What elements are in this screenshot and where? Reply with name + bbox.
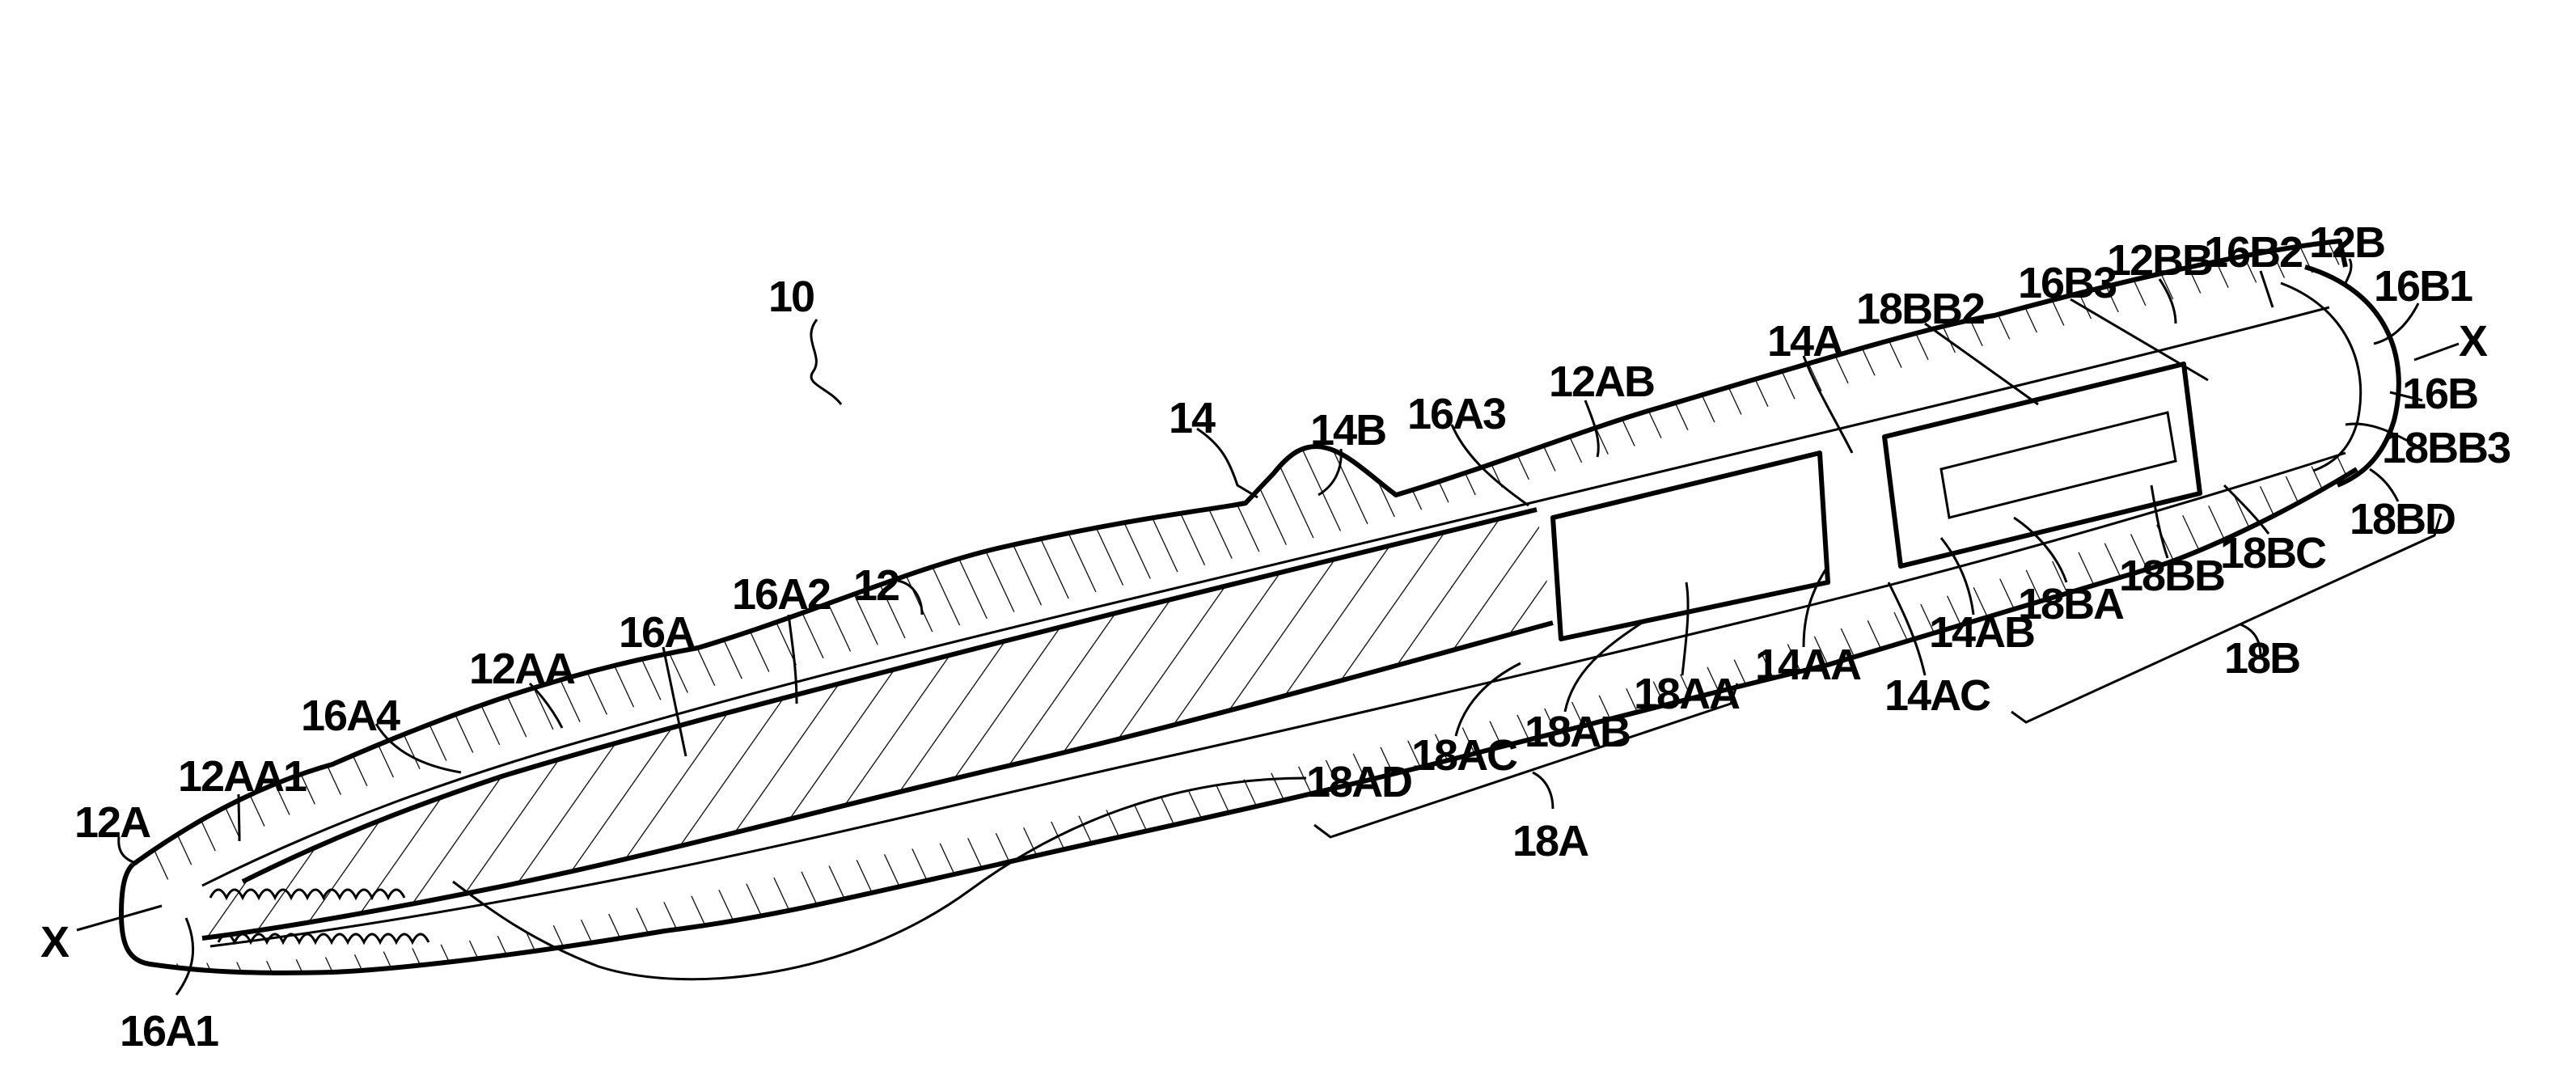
bracket-18A-tick	[1532, 771, 1554, 810]
bracket-18A	[1313, 683, 1739, 839]
label-18BA: 18BA	[2018, 580, 2124, 628]
label-12BB: 12BB	[2107, 236, 2212, 285]
leader-12	[897, 579, 924, 615]
leader-18AB	[1563, 621, 1643, 713]
leader-16B3	[2070, 298, 2209, 382]
leader-12A	[117, 836, 138, 865]
core-lower-edge	[201, 620, 1554, 941]
label-12AB: 12AB	[1549, 357, 1654, 406]
label-18A: 18A	[1512, 817, 1588, 865]
leader-18BC	[2223, 484, 2270, 535]
label-18BB3: 18BB3	[2382, 424, 2510, 472]
label-14AB: 14AB	[1929, 608, 2034, 657]
label-18B: 18B	[2224, 634, 2299, 683]
leader-14AA	[1802, 565, 1829, 648]
label-16B2: 16B2	[2204, 228, 2302, 277]
axis-x-right-mark	[2413, 342, 2460, 362]
leader-16A4	[374, 723, 462, 774]
outer-outline-lower	[119, 467, 2358, 975]
label-12AA: 12AA	[469, 645, 575, 693]
label-18BB2: 18BB2	[1856, 285, 1984, 333]
mechanism-chamber-c	[1939, 411, 2177, 519]
leader-18BB	[2150, 484, 2169, 559]
bracket-18B-tick	[2240, 623, 2262, 658]
leader-14B	[1318, 448, 1343, 497]
mechanism-chamber-b	[1882, 362, 2202, 569]
leader-10	[810, 319, 843, 405]
leader-14AC	[1887, 582, 1927, 676]
outer-outline	[131, 239, 2348, 867]
bracket-18B	[2011, 513, 2443, 724]
label-18AB: 18AB	[1525, 708, 1630, 756]
label-12: 12	[853, 561, 899, 610]
label-14: 14	[1169, 394, 1216, 442]
mechanism-chamber-a	[1550, 451, 1830, 641]
leader-18AD	[452, 776, 1307, 981]
leader-14A	[1802, 355, 1854, 454]
leader-16A3	[1450, 424, 1529, 507]
leader-16A1	[175, 917, 195, 996]
leader-14AB	[1939, 537, 1975, 615]
leader-lines	[117, 258, 2443, 996]
label-18BD: 18BD	[2350, 495, 2455, 544]
label-16A1: 16A1	[120, 1007, 218, 1055]
end-cap	[2304, 264, 2401, 488]
spring-tip-lower	[217, 933, 430, 945]
label-14B: 14B	[1310, 406, 1385, 455]
reference-labels: 10 14 14B 16A3 12AB 14A 18BB2 16B3 12BB …	[40, 218, 2512, 1055]
label-16A3: 16A3	[1407, 390, 1506, 438]
label-10: 10	[768, 273, 814, 321]
leader-18BD	[2369, 467, 2400, 502]
leader-16B2	[2259, 270, 2274, 308]
label-18AA: 18AA	[1634, 670, 1740, 718]
label-16B: 16B	[2402, 370, 2477, 418]
leader-18AC	[1454, 662, 1521, 737]
leader-16A2	[787, 614, 798, 704]
label-14A: 14A	[1767, 317, 1843, 366]
label-16A4: 16A4	[301, 692, 400, 740]
label-12AA1: 12AA1	[178, 752, 307, 801]
label-14AA: 14AA	[1755, 641, 1861, 689]
label-12A: 12A	[74, 798, 150, 847]
leader-12B	[2344, 258, 2353, 284]
label-18BB: 18BB	[2119, 552, 2224, 600]
leader-12AB	[1584, 400, 1600, 458]
axis-x-left-mark	[76, 904, 163, 932]
leader-12AA	[528, 682, 564, 729]
leader-16B	[2389, 391, 2423, 402]
label-axis-x-right: X	[2459, 317, 2488, 366]
label-16A2: 16A2	[732, 570, 830, 619]
spring-tip	[209, 888, 406, 901]
end-cap-inner	[2280, 281, 2362, 472]
body-shell-hatched	[133, 243, 2345, 890]
leader-18BB3	[2345, 422, 2423, 451]
inner-sleeve-upper	[201, 306, 2330, 887]
leader-18BA	[2013, 516, 2068, 583]
leader-18AA	[1681, 582, 1690, 676]
leader-16A-arrow	[662, 646, 687, 757]
leader-12BB	[2158, 278, 2177, 324]
label-16A: 16A	[619, 608, 695, 657]
leader-14	[1196, 427, 1258, 499]
leader-18BB2	[1924, 322, 2039, 406]
label-14AC: 14AC	[1884, 671, 1990, 720]
label-16B3: 16B3	[2018, 259, 2117, 307]
label-18AD: 18AD	[1306, 758, 1411, 806]
core-upper-edge	[241, 507, 1538, 884]
label-18AC: 18AC	[1411, 731, 1517, 780]
inner-core-hatched	[186, 510, 1553, 938]
label-axis-x-left: X	[40, 918, 70, 967]
leader-16B1	[2373, 302, 2420, 345]
label-12B: 12B	[2309, 218, 2384, 267]
label-18BC: 18BC	[2220, 529, 2326, 577]
label-16B1: 16B1	[2374, 262, 2472, 311]
